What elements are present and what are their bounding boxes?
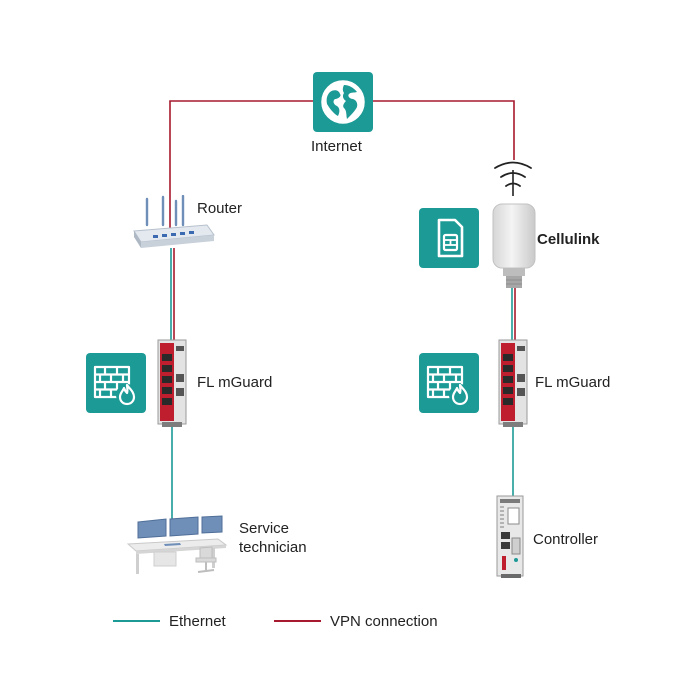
service-technician-label-line1: Service [239,520,290,537]
firewall-icon [419,353,479,413]
vpn-line-left [169,100,313,232]
service-technician-label-line2: technician [239,539,307,556]
router-label: Router [197,200,243,217]
workstation-device [126,514,230,576]
controller-label: Controller [533,531,599,548]
mguard-right-label: FL mGuard [535,374,611,391]
vpn-line-right [373,100,515,160]
sim-card-icon [419,208,479,268]
legend-vpn-label: VPN connection [330,613,438,630]
router-device [131,194,215,251]
internet-label: Internet [311,138,362,155]
legend-vpn-swatch [274,620,321,622]
legend-ethernet-label: Ethernet [169,613,226,630]
signal-waves-icon [494,161,532,196]
globe-icon [313,72,373,132]
legend-ethernet-swatch [113,620,160,622]
mguard-left-label: FL mGuard [197,374,273,391]
controller-device [494,494,528,580]
mguard-device-left [157,338,187,428]
mguard-device-right [498,338,528,428]
firewall-icon [86,353,146,413]
antenna-device [490,201,538,291]
cellulink-label: Cellulink [537,231,600,248]
